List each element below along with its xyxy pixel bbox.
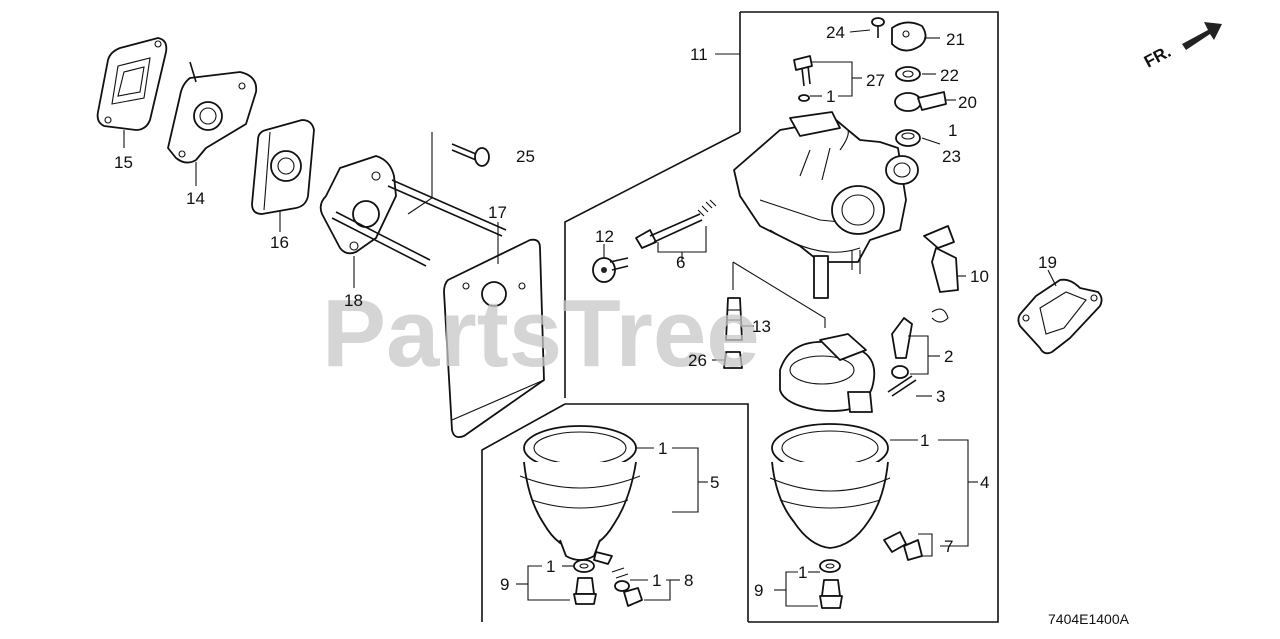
watermark-text: PartsTree: [322, 280, 760, 387]
bolt-25: [407, 132, 490, 215]
screw-12: [592, 257, 629, 283]
callout-2: 2: [944, 347, 953, 366]
callout-15: 15: [114, 153, 133, 172]
gasket-19: [1017, 278, 1103, 355]
callout-10: 10: [970, 267, 989, 286]
drain-screw-8: [611, 567, 643, 607]
callout-19: 19: [1038, 253, 1057, 272]
callout-27: 27: [866, 71, 885, 90]
jet-26: [723, 351, 743, 369]
front-direction-arrow: FR.: [1141, 22, 1222, 72]
callout-3: 3: [936, 387, 945, 406]
float: [779, 333, 876, 413]
seal-23: [895, 129, 921, 147]
callout-18: 18: [344, 291, 363, 310]
bolt-9-right: [819, 579, 843, 609]
jet-13: [725, 297, 743, 341]
callout-7: 7: [944, 537, 953, 556]
callout-11: 11: [690, 45, 708, 64]
callout-1-washer-left: 1: [546, 557, 555, 576]
cap-21: [891, 21, 927, 52]
callout-24: 24: [826, 23, 845, 42]
float-bowl-4: [769, 423, 923, 561]
callout-labels: 11 24 21 27 1 22 20 1 23 12 6 10 19 13 2…: [114, 23, 1057, 600]
callout-13: 13: [752, 317, 771, 336]
callout-17: 17: [488, 203, 507, 222]
front-label: FR.: [1141, 42, 1174, 72]
washer-right: [819, 559, 841, 573]
leader-lines: [123, 29, 1057, 607]
callout-20: 20: [958, 93, 977, 112]
group-boundary-lines: [481, 11, 999, 623]
callout-9-left: 9: [500, 575, 509, 594]
callout-22: 22: [940, 66, 959, 85]
callout-23: 23: [942, 147, 961, 166]
callout-1-top: 1: [826, 87, 835, 106]
callout-6: 6: [676, 253, 685, 272]
carburetor-body: [733, 111, 919, 299]
gasket-15: [96, 37, 168, 131]
callout-16: 16: [270, 233, 289, 252]
callout-25: 25: [516, 147, 535, 166]
callout-21: 21: [946, 30, 965, 49]
valve-20: [894, 91, 947, 112]
bracket-18: [319, 155, 507, 267]
callout-1-bowl-right: 1: [920, 431, 929, 450]
callout-1-seal: 1: [948, 121, 957, 140]
float-valve-10: [923, 225, 959, 323]
washer-left: [573, 559, 595, 573]
plate-14: [167, 61, 258, 164]
float-bowl-5: [519, 425, 641, 565]
needle-valve-2: [891, 317, 913, 379]
callout-5: 5: [710, 473, 719, 492]
pin-3: [887, 375, 917, 397]
screw-24: [871, 17, 885, 38]
heat-shield-17: [443, 238, 545, 439]
washer-22: [895, 66, 921, 82]
insulator-16: [251, 119, 315, 215]
callout-26: 26: [688, 351, 707, 370]
callout-1-bowl-left: 1: [658, 439, 667, 458]
callout-9-right: 9: [754, 581, 763, 600]
screw-27: [793, 55, 813, 102]
callout-14: 14: [186, 189, 205, 208]
diagram-code: 7404E1400A: [1048, 611, 1130, 627]
callout-8: 8: [684, 571, 693, 590]
callout-4: 4: [980, 473, 989, 492]
bolt-9-left: [573, 577, 597, 605]
screw-6: [635, 199, 717, 249]
callout-1-washer-right: 1: [798, 563, 807, 582]
callout-1-drain: 1: [652, 571, 661, 590]
callout-12: 12: [595, 227, 614, 246]
